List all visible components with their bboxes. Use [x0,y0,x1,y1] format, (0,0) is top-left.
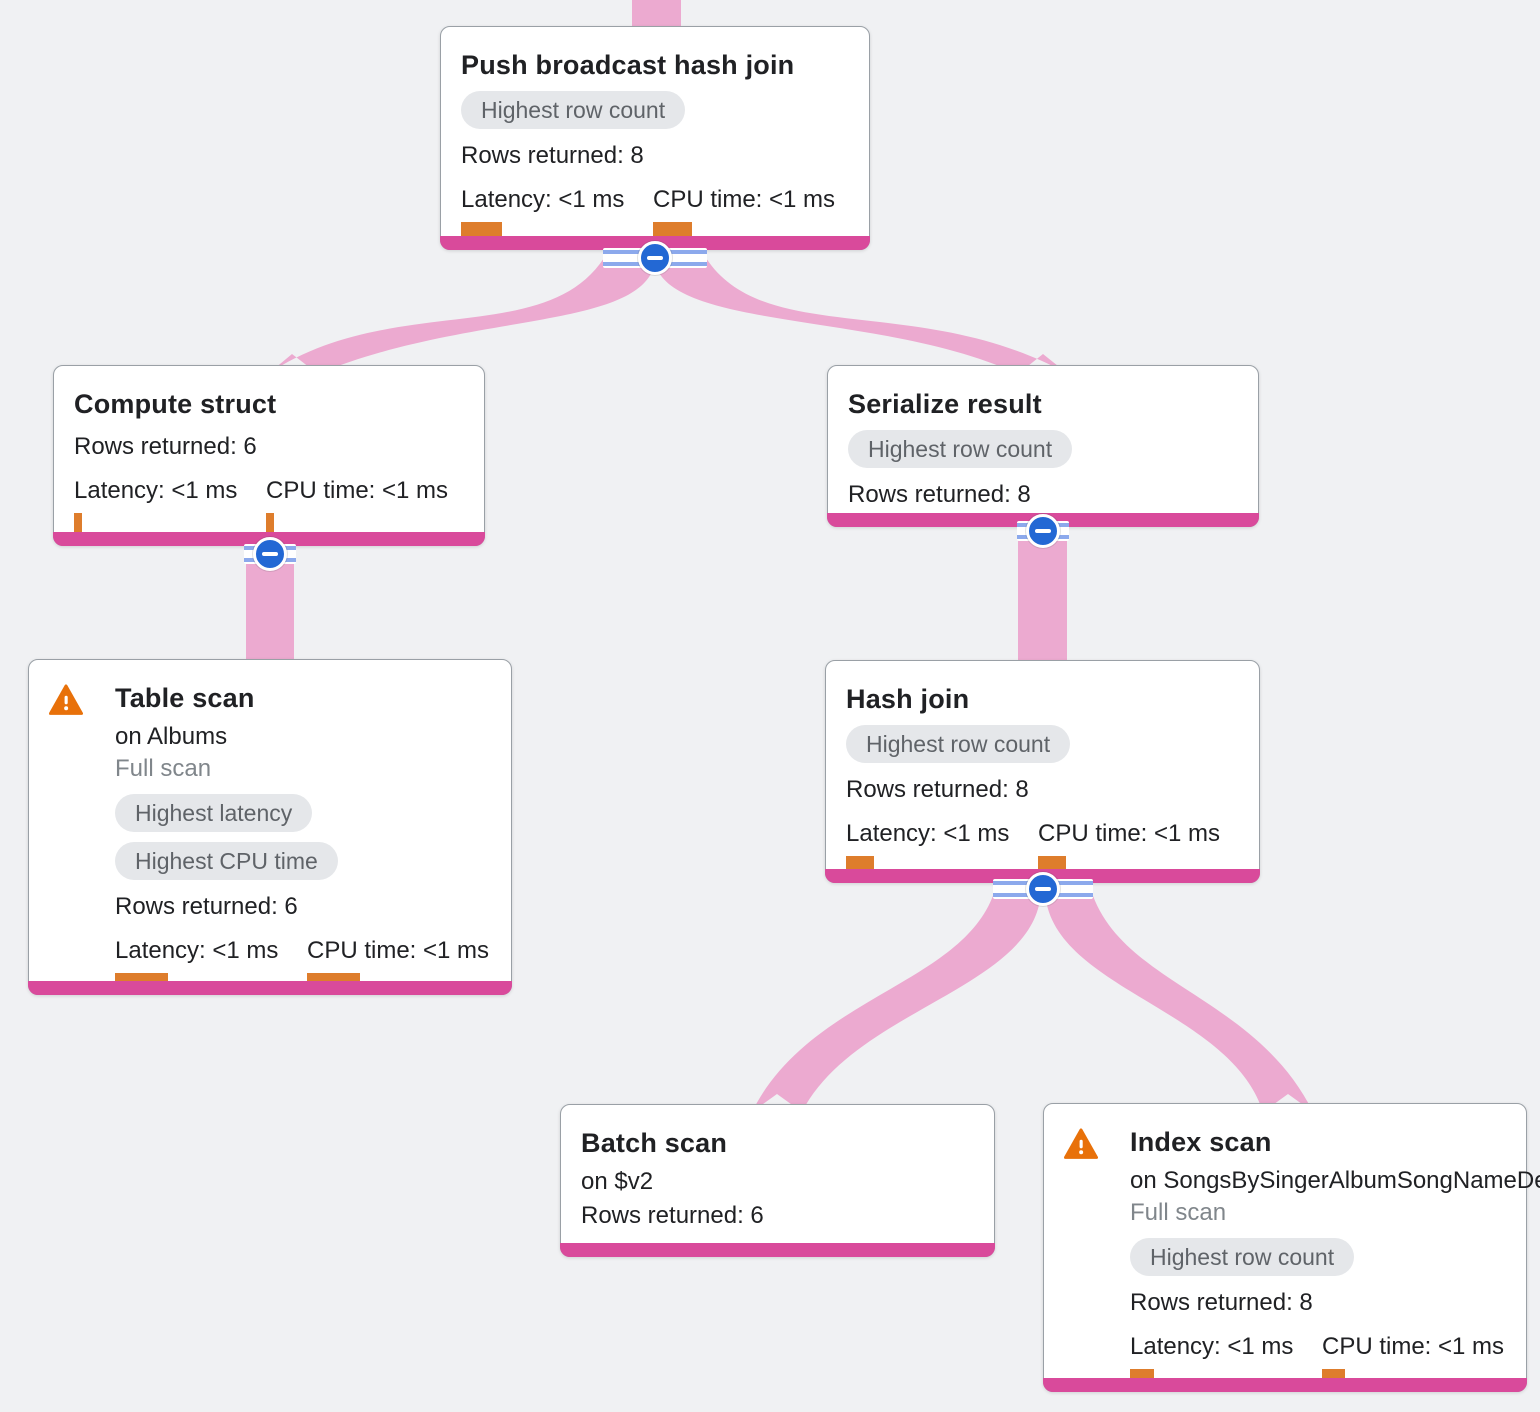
latency-bar [461,222,502,239]
node-footer-bar [560,1243,995,1257]
collapse-minus-icon [647,256,663,260]
plan-node-serialize-result[interactable]: Serialize result Highest row count Rows … [827,365,1259,527]
badge-highest-row-count: Highest row count [848,430,1073,468]
rows-returned: Rows returned: 8 [848,481,1031,508]
plan-node-hash-join[interactable]: Hash join Highest row count Rows returne… [825,660,1260,883]
rows-returned: Rows returned: 8 [846,776,1029,803]
collapse-minus-icon [1035,529,1051,533]
collapse-button-compute-struct[interactable] [244,537,296,571]
link-root-to-compute-struct [268,258,656,374]
plan-node-index-scan[interactable]: Index scan on SongsBySingerAlbumSongName… [1043,1103,1540,1392]
collapse-circle[interactable] [1026,872,1060,906]
node-title: Serialize result [848,389,1042,419]
rows-returned: Rows returned: 6 [115,893,298,920]
plan-node-table-scan[interactable]: Table scan on Albums Full scan Highest l… [28,659,512,995]
cpu-time-label: CPU time: <1 ms [653,186,836,213]
plan-node-compute-struct[interactable]: Compute struct Rows returned: 6 Latency:… [53,365,485,546]
rows-returned: Rows returned: 8 [1130,1289,1313,1316]
cpu-time-bar [1038,856,1066,873]
warning-icon [1064,1128,1098,1159]
badge-highest-row-count: Highest row count [846,725,1071,763]
node-target: on Albums [115,723,228,750]
latency-label: Latency: <1 ms [115,937,279,964]
latency-label: Latency: <1 ms [461,186,625,213]
latency-label: Latency: <1 ms [846,820,1010,847]
badge-highest-row-count: Highest row count [461,91,686,129]
latency-bar [846,856,874,873]
collapse-circle[interactable] [1026,514,1060,548]
node-title: Index scan [1130,1127,1272,1157]
warning-icon [49,684,83,715]
link-root-to-serialize-result [654,258,1068,374]
cpu-time-label: CPU time: <1 ms [307,937,490,964]
plan-node-batch-scan[interactable]: Batch scan on $v2 Rows returned: 6 [560,1104,995,1257]
node-title: Compute struct [74,389,277,419]
scan-type: Full scan [1130,1199,1227,1226]
node-footer-bar [1043,1378,1527,1392]
link-hash-join-to-index-scan [1045,890,1313,1112]
scan-type: Full scan [115,755,212,782]
link-hash-join-to-batch-scan [752,890,1041,1112]
collapse-button-serialize-result[interactable] [1017,514,1069,548]
cpu-time-bar [653,222,692,239]
node-title: Push broadcast hash join [461,50,795,80]
node-title: Batch scan [581,1128,728,1158]
rows-returned: Rows returned: 8 [461,142,644,169]
cpu-time-bar [266,513,274,533]
cpu-time-label: CPU time: <1 ms [266,477,449,504]
node-target: on $v2 [581,1168,654,1195]
badge-highest-latency: Highest latency [115,794,313,832]
collapse-minus-icon [262,552,278,556]
cpu-time-label: CPU time: <1 ms [1322,1333,1505,1360]
collapse-minus-icon [1035,887,1051,891]
node-title: Table scan [115,683,255,713]
latency-label: Latency: <1 ms [1130,1333,1294,1360]
link-serialize-result-to-hash-join [1018,525,1067,667]
badge-highest-row-count: Highest row count [1130,1238,1355,1276]
plan-node-push-broadcast-hash-join[interactable]: Push broadcast hash join Highest row cou… [440,26,870,250]
rows-returned: Rows returned: 6 [74,433,257,460]
latency-label: Latency: <1 ms [74,477,238,504]
badge-highest-cpu-time: Highest CPU time [115,842,338,880]
collapse-circle[interactable] [638,241,672,275]
cpu-time-label: CPU time: <1 ms [1038,820,1221,847]
node-footer-bar [28,981,512,995]
latency-bar [74,513,82,533]
collapse-button-hash-join[interactable] [993,872,1093,906]
node-title: Hash join [846,684,970,714]
rows-returned: Rows returned: 6 [581,1202,764,1229]
collapse-circle[interactable] [253,537,287,571]
node-target: on SongsBySingerAlbumSongNameDesc [1130,1167,1540,1194]
collapse-button-push-broadcast-hash-join[interactable] [603,241,707,275]
